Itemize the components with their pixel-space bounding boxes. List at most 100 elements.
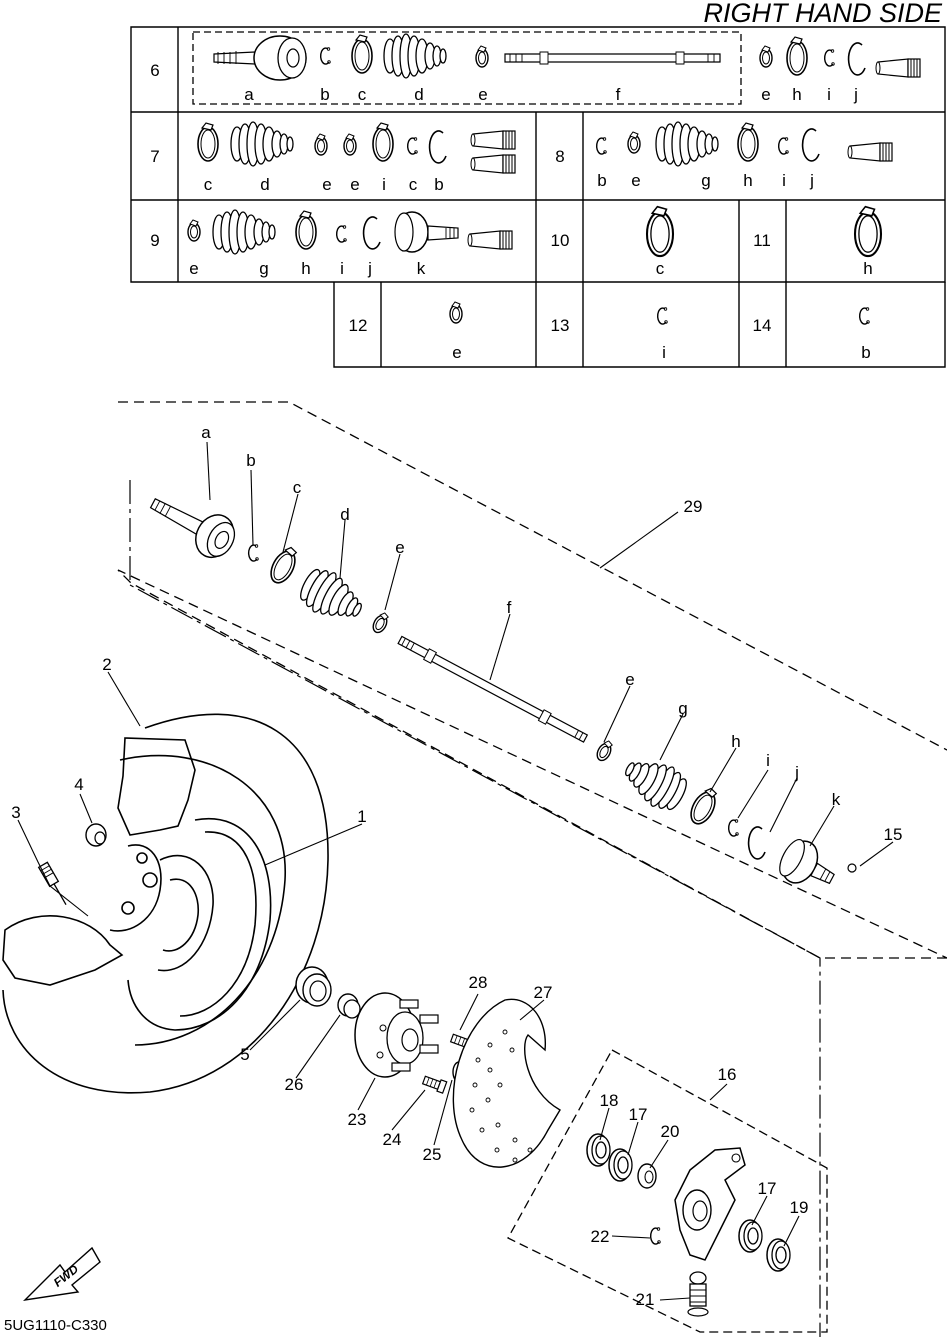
shaft-callout-e: e: [395, 538, 404, 557]
kit-7-letter-c: c: [409, 175, 418, 194]
kit-no-13: 13: [551, 316, 570, 335]
shaft-callout-e: e: [625, 670, 634, 689]
shaft-assembly-inner-boundary: [129, 480, 821, 1337]
drive-shaft-exploded: [149, 498, 857, 885]
kit-9-letter-i: i: [340, 259, 344, 278]
part-callout-19: 19: [790, 1198, 809, 1217]
shaft-callout-h: h: [731, 732, 740, 751]
kit-11-letter-h: h: [863, 259, 872, 278]
spacer: [337, 993, 361, 1019]
part-callout-20: 20: [661, 1122, 680, 1141]
part-callout-27: 27: [534, 983, 553, 1002]
leader-lines: [17, 441, 894, 1301]
part-callout-17: 17: [758, 1179, 777, 1198]
kit-6-letter-a: a: [244, 85, 254, 104]
part-callout-29: 29: [684, 497, 703, 516]
kit-8-letter-g: g: [701, 171, 710, 190]
kit-7-letter-e: e: [350, 175, 359, 194]
kit-7-parts: [197, 121, 516, 174]
kit-7-letter-b: b: [434, 175, 443, 194]
shaft-callout-g: g: [678, 699, 687, 718]
kit-7-letter-d: d: [260, 175, 269, 194]
part-callout-5: 5: [240, 1045, 249, 1064]
kit-9-letter-h: h: [301, 259, 310, 278]
fwd-arrow: FWD: [23, 1246, 101, 1302]
kit-8-letter-e: e: [631, 171, 640, 190]
cv-joint-outer: [149, 498, 236, 559]
part-callout-16: 16: [718, 1065, 737, 1084]
kit-9-letter-k: k: [417, 259, 426, 278]
kit-8-parts: [595, 121, 893, 167]
part-callout-24: 24: [383, 1130, 402, 1149]
seal-20: [637, 1163, 657, 1189]
diagram-title: RIGHT HAND SIDE: [703, 0, 943, 28]
kit-6-letter-e: e: [478, 85, 487, 104]
kit-6-letter-h: h: [792, 85, 801, 104]
kit-9-letter-j: j: [367, 259, 372, 278]
steering-knuckle: [674, 1147, 746, 1261]
kit-6-letter-b: b: [320, 85, 329, 104]
kit-no-10: 10: [551, 231, 570, 250]
part-callout-25: 25: [423, 1145, 442, 1164]
kit-8-letter-b: b: [597, 171, 606, 190]
shaft-callout-c: c: [293, 478, 302, 497]
part-callout-4: 4: [74, 775, 83, 794]
collar: [295, 966, 332, 1007]
wheel-hub: [354, 992, 439, 1078]
kit-6-letter-d: d: [414, 85, 423, 104]
kit-13-letter-i: i: [662, 343, 666, 362]
part-labels: abcdefeghijk1234515161717181920212223242…: [11, 423, 902, 1309]
part-callout-21: 21: [636, 1290, 655, 1309]
kit-6-letter-i: i: [827, 85, 831, 104]
knuckle-assembly-boundary: [507, 1049, 828, 1333]
shaft-callout-j: j: [794, 763, 799, 782]
ball-joint: [687, 1271, 709, 1317]
part-callout-26: 26: [285, 1075, 304, 1094]
part-callout-23: 23: [348, 1110, 367, 1129]
part-callout-3: 3: [11, 803, 20, 822]
part-callout-2: 2: [102, 655, 111, 674]
kit-7-letter-e: e: [322, 175, 331, 194]
part-callout-22: 22: [591, 1227, 610, 1246]
kit-12-letter-e: e: [452, 343, 461, 362]
kit-6-letter-j: j: [853, 85, 858, 104]
part-callout-1: 1: [357, 807, 366, 826]
kit-7-letter-c: c: [204, 175, 213, 194]
kit-10-letter-c: c: [656, 259, 665, 278]
kit-9-parts: [187, 209, 513, 255]
tire-valve: [37, 861, 67, 905]
kit-6-letter-e: e: [761, 85, 770, 104]
kit-row-numbers: 6 7 8 9 10 11 12 13 14: [150, 61, 771, 335]
kit-no-9: 9: [150, 231, 159, 250]
wheel-nut: [85, 823, 107, 847]
wheel-tire: [2, 713, 329, 1094]
kit-8-letter-h: h: [743, 171, 752, 190]
kit-8-letter-i: i: [782, 171, 786, 190]
kit-no-12: 12: [349, 316, 368, 335]
kit-table: [130, 26, 946, 368]
kit-no-7: 7: [150, 147, 159, 166]
kit-7-letter-i: i: [382, 175, 386, 194]
shaft-callout-a: a: [201, 423, 211, 442]
part-callout-17: 17: [629, 1105, 648, 1124]
kit-no-6: 6: [150, 61, 159, 80]
kit-no-8: 8: [555, 147, 564, 166]
kit-14-letter-b: b: [861, 343, 870, 362]
kit-9-letter-e: e: [189, 259, 198, 278]
cv-joint-inner: [779, 839, 835, 885]
drive-shaft: [397, 635, 589, 743]
diagram-code: 5UG1110-C330: [4, 1317, 107, 1334]
shaft-assembly-boundary: [117, 401, 947, 959]
kit-9-letter-g: g: [259, 259, 268, 278]
kit-10-14-parts: [449, 205, 883, 325]
shaft-callout-k: k: [832, 790, 841, 809]
kit-no-11: 11: [753, 231, 771, 250]
shaft-callout-b: b: [246, 451, 255, 470]
shaft-callout-f: f: [507, 598, 512, 617]
kit-no-14: 14: [753, 316, 772, 335]
part-callout-15: 15: [884, 825, 903, 844]
kit-8-letter-j: j: [809, 171, 814, 190]
shaft-callout-i: i: [766, 751, 770, 770]
